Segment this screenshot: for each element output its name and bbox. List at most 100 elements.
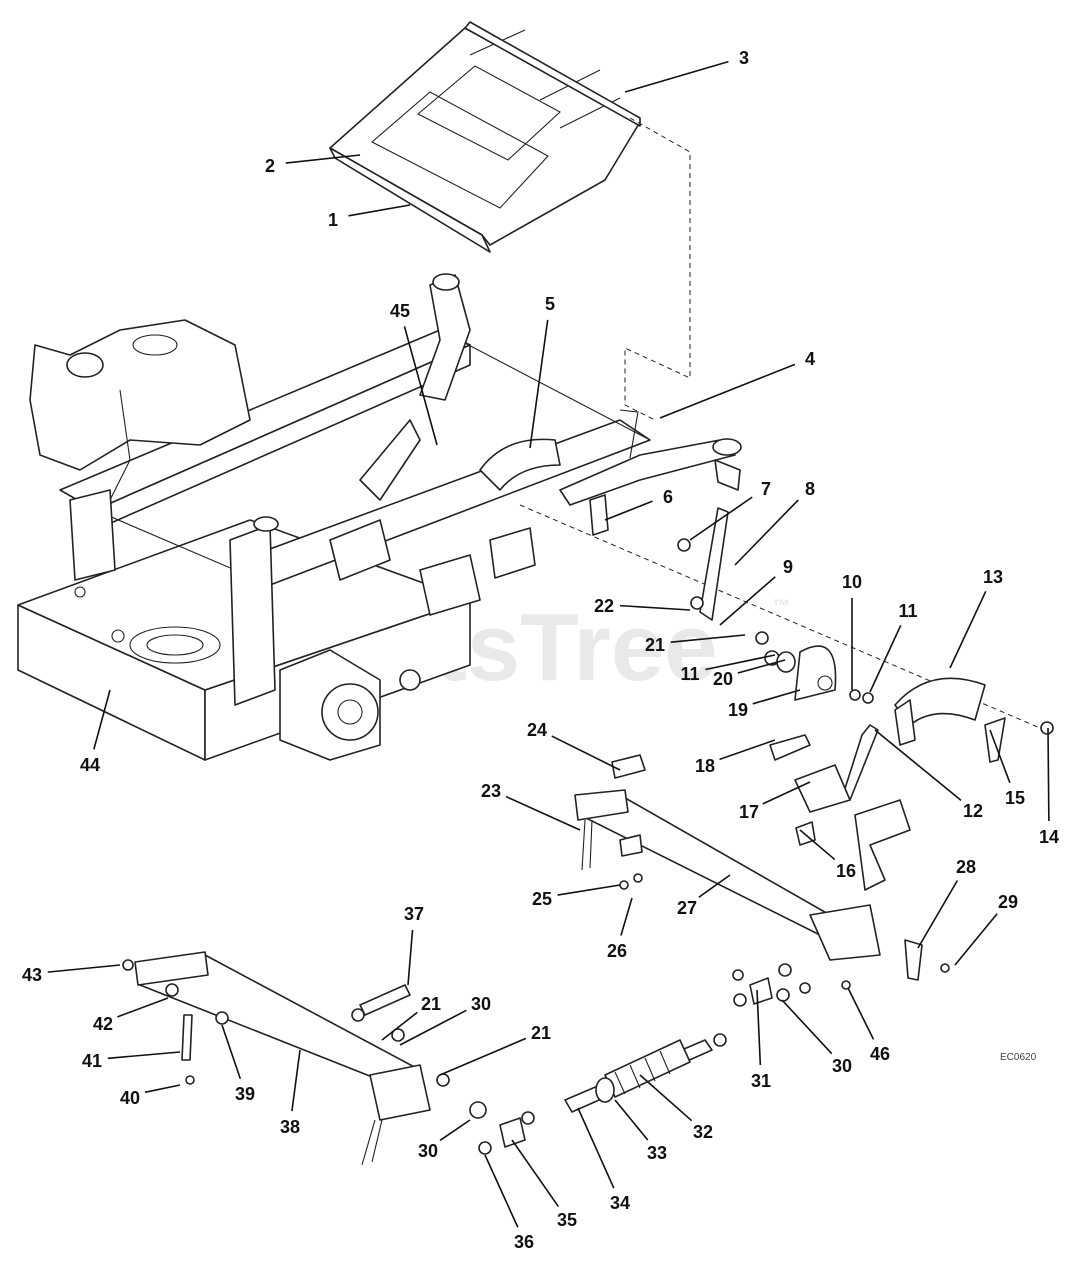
callout-leader-line [47, 964, 121, 973]
callout-number: 7 [761, 479, 771, 499]
callout-leader-line [511, 1139, 560, 1207]
callout-leader-line [604, 500, 653, 521]
callout-number: 16 [836, 861, 856, 881]
callout-leader-line [285, 154, 361, 164]
callout-number: 6 [663, 487, 673, 507]
callout-leader-line [620, 897, 633, 936]
callout-leader-line [949, 590, 987, 669]
callout-leader-line [719, 576, 776, 626]
callout-30: 30 [399, 994, 491, 1046]
callout-leader-line [144, 1084, 181, 1094]
callout-leader-line [551, 735, 621, 771]
callout-35: 35 [511, 1139, 577, 1230]
callout-leader-line [614, 1099, 649, 1141]
callout-number: 3 [739, 48, 749, 68]
callout-20: 20 [713, 659, 786, 689]
callout-number: 15 [1005, 788, 1025, 808]
callout-number: 29 [998, 892, 1018, 912]
callout-number: 8 [805, 479, 815, 499]
callout-29: 29 [954, 892, 1018, 966]
callout-25: 25 [532, 884, 621, 909]
callout-number: 25 [532, 889, 552, 909]
callout-number: 34 [610, 1193, 630, 1213]
callout-number: 1 [328, 210, 338, 230]
callout-number: 13 [983, 567, 1003, 587]
callout-number: 4 [805, 349, 815, 369]
callout-leader-line [917, 880, 959, 949]
callout-7: 7 [689, 479, 771, 541]
callout-number: 14 [1039, 827, 1059, 847]
callout-11: 11 [869, 601, 918, 693]
callout-34: 34 [577, 1107, 630, 1213]
callout-leader-line [399, 1009, 467, 1046]
callout-leader-line [505, 795, 581, 831]
callout-number: 2 [265, 156, 275, 176]
callout-number: 32 [693, 1122, 713, 1142]
callout-number: 26 [607, 941, 627, 961]
callout-30: 30 [418, 1119, 471, 1161]
callout-number: 45 [390, 301, 410, 321]
callout-leader-line [529, 319, 549, 449]
callout-leader-line [756, 989, 762, 1066]
drawing-code: EC0620 [1000, 1052, 1037, 1063]
seat-reference-line [624, 117, 691, 421]
callout-number: 22 [594, 596, 614, 616]
callout-leader-line [107, 1051, 181, 1060]
callout-leader-line [705, 654, 776, 671]
callout-leader-line [689, 496, 753, 541]
callout-number: 35 [557, 1210, 577, 1230]
callout-8: 8 [734, 479, 815, 566]
seat-pan-drawing [329, 21, 641, 253]
callout-number: 21 [645, 635, 665, 655]
callout-leader-line [799, 829, 836, 861]
callout-9: 9 [719, 557, 793, 626]
lever-hardware-drawing [677, 507, 1054, 891]
callout-5: 5 [529, 294, 555, 449]
callout-43: 43 [22, 964, 121, 985]
callout-leader-line [737, 659, 786, 674]
callout-number: 44 [80, 755, 100, 775]
control-shaft-drawing [122, 754, 950, 1166]
callout-38: 38 [280, 1049, 301, 1137]
callout-leader-line [93, 689, 111, 750]
callout-33: 33 [614, 1099, 667, 1163]
callout-31: 31 [751, 989, 771, 1091]
callout-number: 9 [783, 557, 793, 577]
callout-leader-line [403, 326, 438, 446]
callout-number: 21 [421, 994, 441, 1014]
callout-number: 21 [531, 1023, 551, 1043]
callout-number: 31 [751, 1071, 771, 1091]
callout-leader-line [557, 884, 621, 896]
callout-6: 6 [604, 487, 673, 521]
callout-number: 30 [471, 994, 491, 1014]
callout-number: 30 [418, 1141, 438, 1161]
callout-leader-line [670, 634, 746, 643]
callout-21: 21 [381, 994, 441, 1041]
callout-leader-line [954, 913, 998, 966]
callout-39: 39 [221, 1024, 255, 1104]
callout-leader-line [117, 997, 169, 1018]
frame-drawing [17, 273, 742, 761]
callout-4: 4 [659, 349, 815, 419]
callout-42: 42 [93, 997, 169, 1034]
callout-leader-line [1047, 727, 1050, 822]
callout-leader-line [734, 499, 799, 566]
callout-number: 43 [22, 965, 42, 985]
callout-leader-line [624, 60, 729, 93]
callout-leader-line [752, 689, 801, 705]
watermark-trademark: ™ [772, 596, 790, 616]
callout-number: 10 [842, 572, 862, 592]
callout-number: 40 [120, 1088, 140, 1108]
callout-leader-line [869, 624, 902, 693]
callout-number: 39 [235, 1084, 255, 1104]
callout-26: 26 [607, 897, 633, 961]
callout-leader-line [381, 1011, 418, 1041]
callout-leader-line [484, 1154, 519, 1228]
callout-37: 37 [404, 904, 424, 986]
callout-number: 18 [695, 756, 715, 776]
callout-21: 21 [439, 1023, 551, 1076]
callout-number: 11 [898, 601, 917, 621]
callout-number: 17 [739, 802, 759, 822]
callout-number: 20 [713, 669, 733, 689]
